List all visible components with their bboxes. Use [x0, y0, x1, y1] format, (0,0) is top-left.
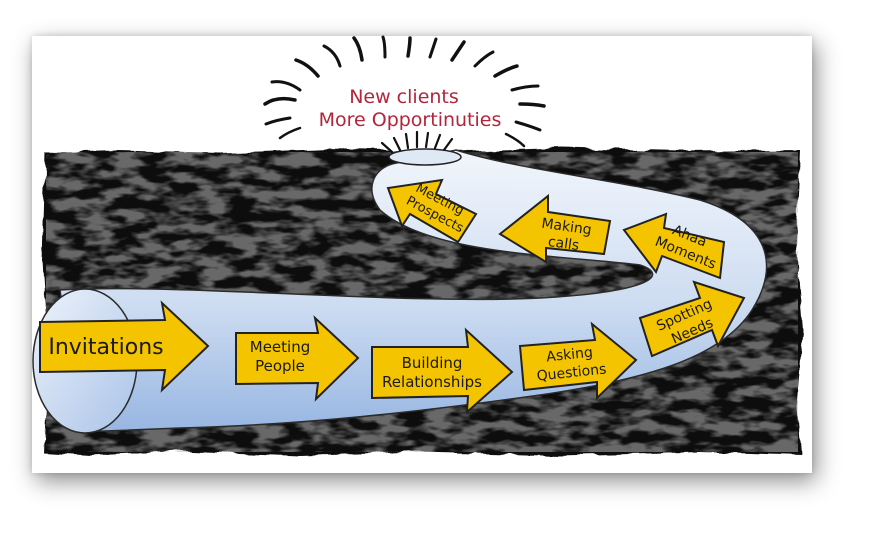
- arrow-building-relationships: Building Relationships: [371, 327, 514, 415]
- burst-strokes: [263, 35, 546, 148]
- label-asking-questions-1: Asking: [546, 345, 594, 366]
- headline: New clients More Opportinuties: [319, 86, 502, 131]
- label-meeting-people-2: People: [255, 357, 305, 375]
- headline-line-1: New clients: [349, 86, 459, 108]
- headline-line-2: More Opportinuties: [319, 109, 502, 131]
- label-making-calls-2: calls: [547, 234, 580, 254]
- label-meeting-people-1: Meeting: [250, 338, 310, 356]
- label-building-relationships-2: Relationships: [382, 373, 482, 391]
- label-building-relationships-1: Building: [402, 354, 463, 372]
- arrow-making-calls: Making calls: [498, 193, 612, 264]
- label-making-calls-1: Making: [540, 216, 592, 239]
- label-asking-questions-2: Questions: [536, 361, 607, 384]
- label-invitations: Invitations: [48, 335, 163, 360]
- arrow-invitations: Invitations: [39, 300, 210, 393]
- arrow-ahaa-moments: Ahaa Moments: [622, 212, 726, 280]
- arrow-asking-questions: Asking Questions: [518, 321, 638, 401]
- tube-opening: [380, 130, 462, 166]
- arrow-meeting-people: Meeting People: [235, 315, 360, 402]
